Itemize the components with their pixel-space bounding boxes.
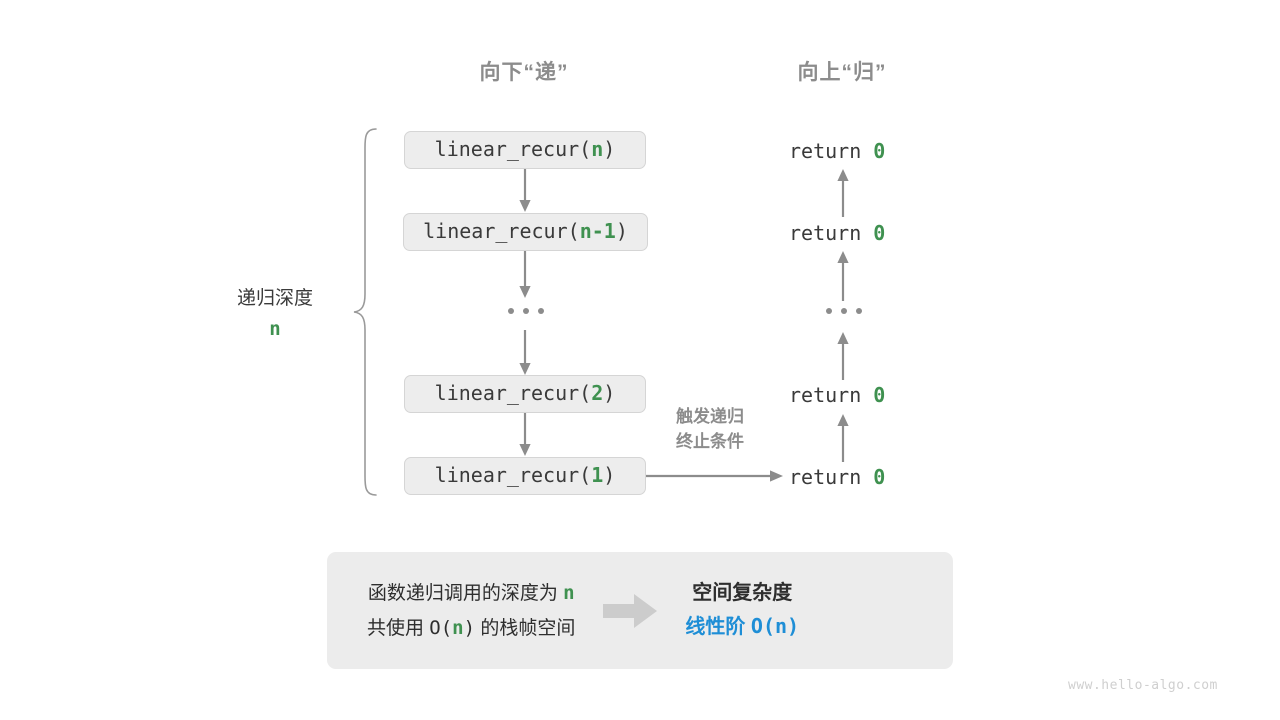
base-case-arrow-icon [646,468,784,484]
right-ellipsis [826,308,862,314]
up-arrow-4-icon [835,412,851,462]
return-keyword: return [789,383,874,407]
return-keyword: return [789,139,874,163]
summary-line-2-bigo: O( [429,616,453,639]
summary-line-2-paren: ) [463,616,476,639]
summary-line-1-text: 函数递归调用的深度为 [367,582,564,604]
recursion-depth-value: n [269,318,281,340]
up-arrow-2-icon [835,249,851,301]
up-arrow-3-icon [835,330,851,380]
call-box-n-suffix: ) [603,137,616,161]
trigger-condition-label: 触发递归 终止条件 [652,404,768,454]
call-box-2-arg: 2 [591,381,604,405]
trigger-condition-line1: 触发递归 [676,407,744,426]
call-box-n1-prefix: linear_recur( [423,219,580,243]
call-box-1-prefix: linear_recur( [434,463,592,487]
summary-line-1: 函数递归调用的深度为 n [367,576,575,611]
summary-line-2: 共使用 O(n) 的栈帧空间 [367,611,575,646]
call-box-1: linear_recur(1) [404,457,646,495]
summary-complexity-result: 线性阶 O(n) [685,610,799,644]
call-box-n-minus-1: linear_recur(n-1) [403,213,648,251]
trigger-condition-line2: 终止条件 [676,432,744,451]
ellipsis-dot [856,308,862,314]
return-value: 0 [873,465,886,489]
recursion-depth-label: 递归深度 n [185,283,365,340]
call-box-n-prefix: linear_recur( [434,137,592,161]
block-arrow-right-icon [603,593,658,628]
call-box-1-arg: 1 [591,463,604,487]
left-ellipsis [508,308,544,314]
call-box-2: linear_recur(2) [404,375,646,413]
call-box-n-arg: n [591,137,604,161]
call-box-n1-suffix: ) [615,219,628,243]
return-line-2: return 0 [789,221,885,245]
ellipsis-dot [508,308,514,314]
summary-arrow-block [575,591,685,631]
call-box-n1-arg: n-1 [579,219,616,243]
call-box-2-suffix: ) [603,381,616,405]
column-header-descend: 向下“递” [479,61,569,84]
down-arrow-1-icon [517,169,533,213]
ellipsis-dot [841,308,847,314]
up-arrow-1-icon [835,167,851,217]
ellipsis-dot [523,308,529,314]
down-arrow-4-icon [517,413,533,457]
summary-panel: 函数递归调用的深度为 n 共使用 O(n) 的栈帧空间 空间复杂度 线性阶 O(… [327,552,953,669]
ellipsis-dot [538,308,544,314]
return-value: 0 [873,383,886,407]
return-value: 0 [873,139,886,163]
call-box-2-prefix: linear_recur( [434,381,592,405]
recursion-depth-title: 递归深度 [236,288,313,309]
return-line-1: return 0 [789,139,885,163]
recursion-depth-brace-icon [352,126,378,498]
return-value: 0 [873,221,886,245]
summary-line-2-prefix: 共使用 [367,617,430,639]
return-line-4: return 0 [789,465,885,489]
summary-line-2-suffix: 的栈帧空间 [475,617,576,639]
summary-line-1-n: n [563,581,575,604]
summary-right-block: 空间复杂度 线性阶 O(n) [685,577,799,644]
summary-complexity-order: 线性阶 [685,616,751,638]
summary-complexity-title: 空间复杂度 [692,582,793,604]
return-keyword: return [789,221,874,245]
column-header-ascend: 向上“归” [797,61,887,84]
return-line-3: return 0 [789,383,885,407]
return-keyword: return [789,465,874,489]
down-arrow-2-icon [517,251,533,299]
ellipsis-dot [826,308,832,314]
call-box-1-suffix: ) [603,463,616,487]
watermark: www.hello-algo.com [1068,678,1218,693]
summary-complexity-bigo: O(n) [750,614,800,638]
call-box-n: linear_recur(n) [404,131,646,169]
down-arrow-3-icon [517,330,533,376]
summary-left-block: 函数递归调用的深度为 n 共使用 O(n) 的栈帧空间 [327,576,575,646]
summary-line-2-n: n [452,616,464,639]
